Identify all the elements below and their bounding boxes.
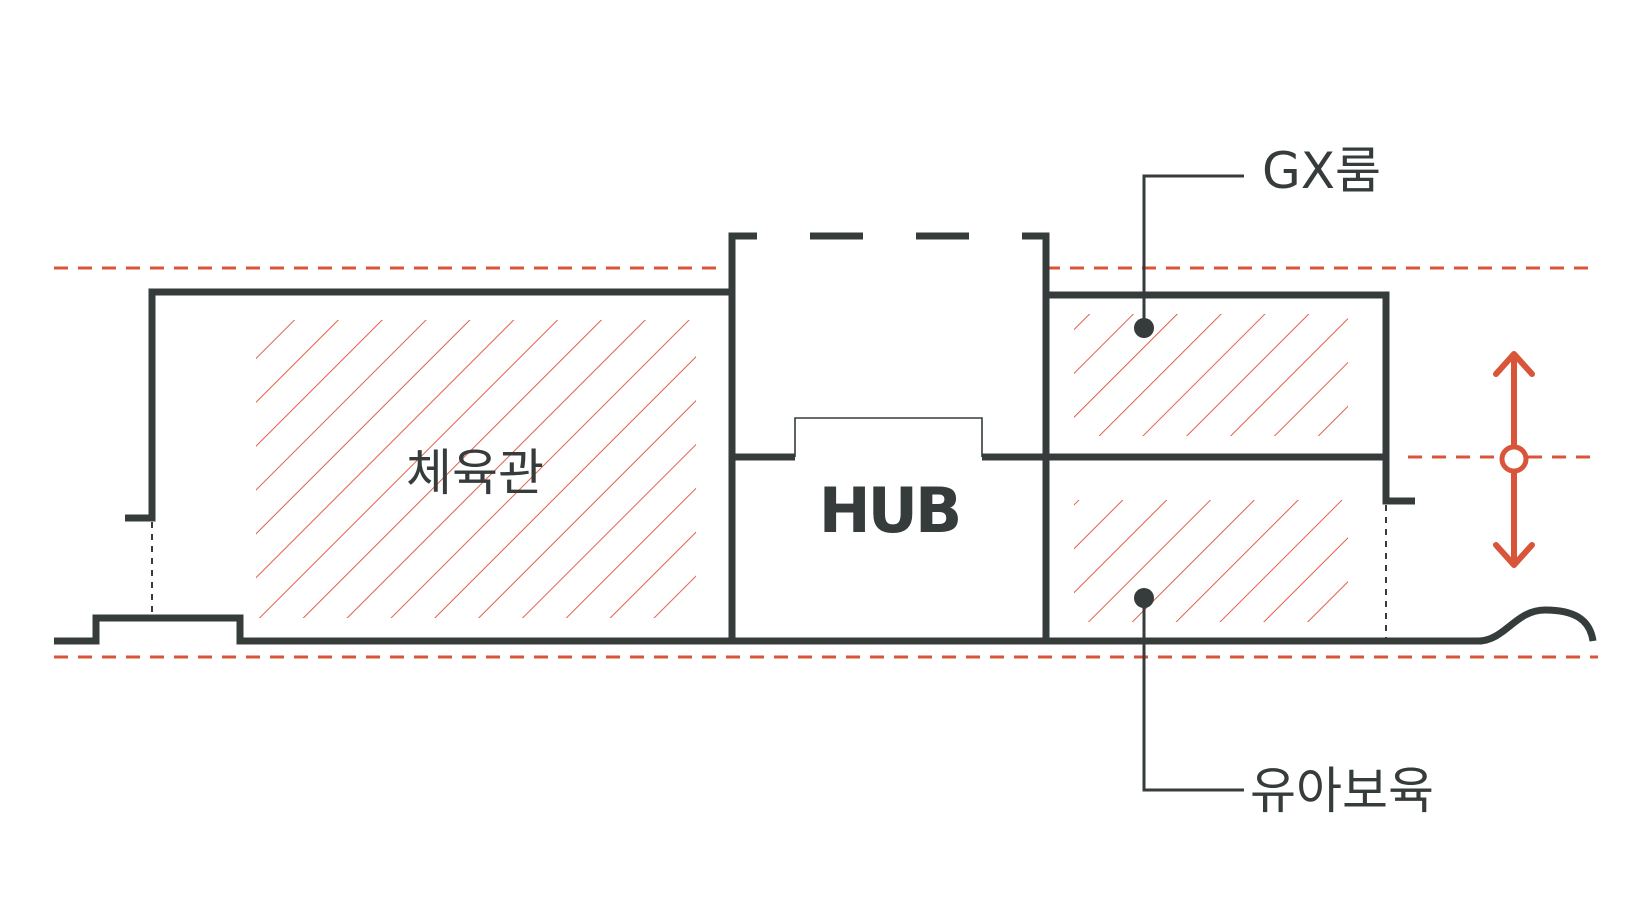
gym-label: 체육관 (406, 444, 544, 502)
leaders (1142, 174, 1244, 792)
childcare-label: 유아보육 (1250, 762, 1434, 820)
building-outline (54, 232, 1597, 645)
hub-upper-left-wall (728, 232, 757, 292)
childcare-hatch-area (1074, 500, 1348, 622)
ground-line (54, 614, 1482, 645)
drop-lines (151, 505, 1387, 638)
gx-room-label: GX룸 (1262, 142, 1381, 200)
hub-label: HUB (819, 474, 960, 547)
gx-room-hatch-area (1074, 314, 1348, 436)
gx-room-leader-dot (1134, 318, 1154, 338)
hub-upper-right-wall (1022, 232, 1050, 292)
gym-hatch-area (256, 320, 696, 618)
gym-wall (125, 288, 736, 641)
childcare-leader (1142, 598, 1244, 792)
gx-room-leader (1142, 174, 1244, 328)
adjust-marker-circle (1499, 444, 1529, 474)
childcare-leader-dot (1134, 588, 1154, 608)
ground-mound (1477, 606, 1597, 645)
reference-lines (54, 266, 1598, 659)
hub-platform (794, 417, 983, 457)
right-block-wall (1046, 291, 1415, 505)
